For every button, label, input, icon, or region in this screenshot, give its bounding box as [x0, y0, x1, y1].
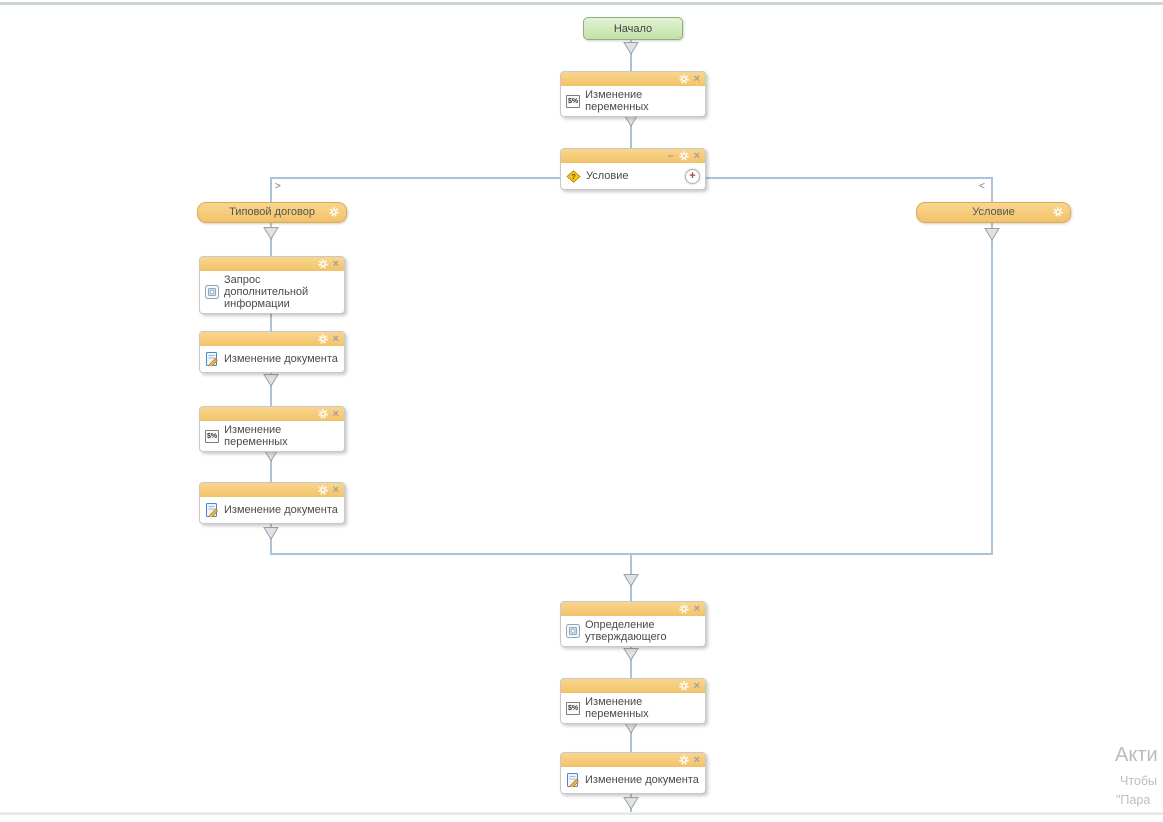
connector-branchright-to-merge	[991, 221, 993, 555]
node-header: ×	[200, 407, 344, 421]
settings-icon[interactable]	[678, 151, 689, 161]
arrow-down-icon	[263, 527, 279, 540]
windows-activation-watermark-line3: "Пара	[1116, 793, 1151, 807]
node-header: ×	[200, 483, 344, 497]
task-icon	[566, 624, 580, 638]
task-icon	[205, 285, 219, 299]
arrow-down-icon	[623, 797, 639, 810]
start-node-label: Начало	[613, 22, 653, 35]
node-label: Условие	[586, 170, 629, 182]
settings-icon[interactable]	[678, 755, 689, 765]
close-icon[interactable]: ×	[332, 484, 339, 496]
svg-text:?: ?	[571, 172, 576, 181]
arrow-down-icon	[984, 228, 1000, 241]
connector-condition-right-v	[991, 177, 993, 202]
node-set-variables-2[interactable]: × $% Изменение переменных	[199, 406, 345, 452]
minimize-icon[interactable]: –	[667, 150, 674, 162]
close-icon[interactable]: ×	[332, 408, 339, 420]
script-icon: $%	[205, 429, 220, 443]
node-edit-document-1[interactable]: × Изменение документа	[199, 331, 345, 373]
node-label: Определение утверждающего	[585, 619, 667, 643]
node-set-variables-1[interactable]: × $% Изменение переменных	[560, 71, 706, 117]
edit-document-icon	[205, 352, 219, 366]
node-set-variables-3[interactable]: × $% Изменение переменных	[560, 678, 706, 724]
settings-icon[interactable]	[329, 207, 339, 217]
add-branch-button[interactable]: +	[685, 168, 700, 184]
node-label: Изменение переменных	[224, 424, 288, 448]
edit-document-icon	[205, 503, 219, 517]
settings-icon[interactable]	[678, 604, 689, 614]
node-header: – ×	[561, 149, 705, 163]
connector-editdoc1-to-setvars2	[270, 369, 272, 406]
windows-activation-watermark-line2: Чтобы	[1120, 774, 1158, 788]
arrow-down-icon	[623, 648, 639, 661]
connector-setvars2-to-editdoc2	[270, 444, 272, 482]
connector-setvars1-to-condition	[630, 110, 632, 148]
bottom-panel-edge	[0, 812, 1163, 815]
close-icon[interactable]: ×	[693, 680, 700, 692]
close-icon[interactable]: ×	[332, 258, 339, 270]
node-header: ×	[200, 257, 344, 271]
settings-icon[interactable]	[317, 334, 328, 344]
collapse-branch-left-icon[interactable]: >	[275, 181, 281, 192]
connector-setvars3-to-editdoc3	[630, 716, 632, 752]
branch-label-left[interactable]: Типовой договор	[197, 202, 347, 223]
start-node[interactable]: Начало	[583, 17, 683, 40]
close-icon[interactable]: ×	[693, 603, 700, 615]
node-request-info[interactable]: × Запрос дополнительной информации	[199, 256, 345, 314]
node-edit-document-3[interactable]: × Изменение документа	[560, 752, 706, 794]
node-label: Изменение документа	[224, 353, 338, 365]
condition-icon: ?	[566, 169, 581, 183]
settings-icon[interactable]	[678, 74, 689, 84]
settings-icon[interactable]	[317, 259, 328, 269]
arrow-down-icon	[623, 42, 639, 55]
node-determine-approver[interactable]: × Определение утверждающего	[560, 601, 706, 647]
arrow-down-icon	[263, 374, 279, 387]
node-label: Изменение документа	[585, 774, 699, 786]
node-edit-document-2[interactable]: × Изменение документа	[199, 482, 345, 524]
arrow-down-icon	[263, 227, 279, 240]
script-icon: $%	[566, 701, 581, 715]
arrow-down-icon	[623, 574, 639, 587]
settings-icon[interactable]	[317, 409, 328, 419]
settings-icon[interactable]	[678, 681, 689, 691]
connector-condition-left-v	[270, 177, 272, 202]
node-label: Изменение переменных	[585, 89, 649, 113]
close-icon[interactable]: ×	[693, 754, 700, 766]
branch-label-text: Условие	[972, 206, 1015, 218]
collapse-branch-right-icon[interactable]: <	[979, 181, 985, 192]
top-toolbar-edge	[0, 2, 1163, 5]
node-condition[interactable]: – × ? Условие +	[560, 148, 706, 190]
connector-condition-left-h	[271, 177, 560, 179]
branch-label-text: Типовой договор	[229, 206, 315, 218]
node-header: ×	[561, 679, 705, 693]
node-header: ×	[200, 332, 344, 346]
edit-document-icon	[566, 773, 580, 787]
settings-icon[interactable]	[317, 485, 328, 495]
windows-activation-watermark-title: Акти	[1115, 744, 1158, 766]
close-icon[interactable]: ×	[693, 150, 700, 162]
node-label: Изменение документа	[224, 504, 338, 516]
node-label: Запрос дополнительной информации	[224, 274, 309, 310]
connector-condition-right-h	[704, 177, 992, 179]
node-header: ×	[561, 72, 705, 86]
node-header: ×	[561, 602, 705, 616]
close-icon[interactable]: ×	[693, 73, 700, 85]
branch-label-right[interactable]: Условие	[916, 202, 1071, 223]
script-icon: $%	[566, 94, 581, 108]
node-header: ×	[561, 753, 705, 767]
settings-icon[interactable]	[1053, 207, 1063, 217]
node-label: Изменение переменных	[585, 696, 649, 720]
close-icon[interactable]: ×	[332, 333, 339, 345]
